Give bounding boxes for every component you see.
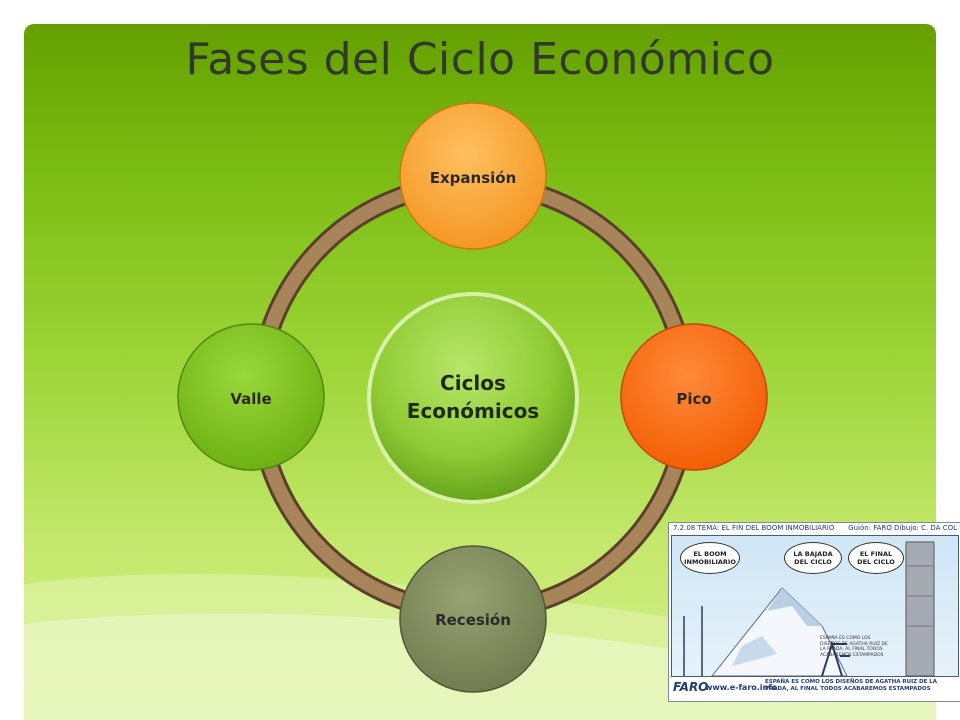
comic-url: www.e-faro.info — [705, 683, 778, 692]
slide-title: Fases del Ciclo Económico — [185, 34, 775, 85]
comic-panel: EL BOOM INMOBILIARIO LA BAJADA DEL CICLO… — [671, 535, 959, 677]
comic-logo: FARO — [673, 680, 709, 694]
comic-bubble-boom: EL BOOM INMOBILIARIO — [680, 542, 740, 574]
comic-bubble-bajada: LA BAJADA DEL CICLO — [784, 542, 842, 574]
node-recesion-label: Recesión — [435, 611, 511, 629]
comic-inner-caption: ESPAÑA ES COMO LOS DISEÑOS DE AGATHA RUI… — [820, 636, 888, 658]
comic-header-right: Guión: FARO Dibujo: C. DA COL — [848, 524, 957, 532]
node-pico: Pico — [620, 323, 768, 471]
center-label-line2: Económicos — [407, 399, 539, 423]
node-recesion: Recesión — [399, 545, 547, 693]
comic-footer: FARO www.e-faro.info ESPAÑA ES COMO LOS … — [669, 677, 960, 701]
comic-header: 7.2.08 TEMA: EL FIN DEL BOOM INMOBILIARI… — [669, 523, 960, 534]
node-expansion-label: Expansión — [430, 169, 517, 187]
node-valle: Valle — [177, 323, 325, 471]
node-expansion: Expansión — [399, 102, 547, 250]
center-circle: Ciclos Económicos — [367, 292, 579, 504]
comic-drawing — [683, 541, 935, 676]
comic-strip: 7.2.08 TEMA: EL FIN DEL BOOM INMOBILIARI… — [668, 522, 960, 702]
node-valle-label: Valle — [230, 390, 271, 408]
comic-caption: ESPAÑA ES COMO LOS DISEÑOS DE AGATHA RUI… — [765, 679, 938, 692]
node-pico-label: Pico — [676, 390, 711, 408]
comic-bubble-final: EL FINAL DEL CICLO — [848, 542, 904, 574]
comic-header-left: 7.2.08 TEMA: EL FIN DEL BOOM INMOBILIARI… — [673, 524, 835, 532]
center-label-line1: Ciclos — [440, 371, 506, 395]
